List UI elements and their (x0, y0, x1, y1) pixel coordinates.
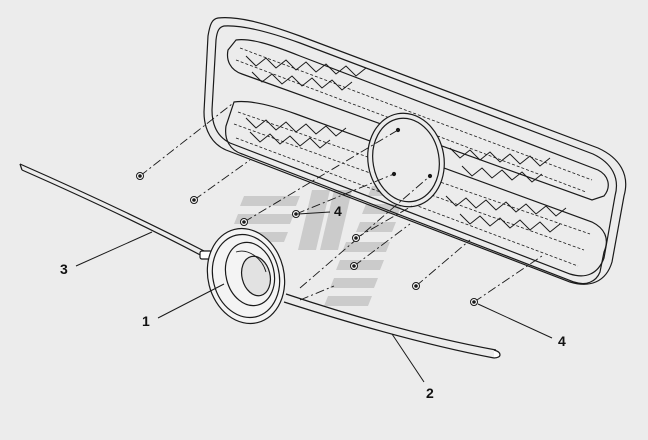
clip-nut (352, 234, 360, 242)
leader-lines (75, 211, 553, 383)
callout-2: 2 (426, 385, 434, 401)
grille-mesh-lower (245, 117, 567, 233)
clip-nut (136, 172, 144, 180)
clip-nut (412, 282, 420, 290)
emblem-ring (206, 227, 286, 325)
clip-nut (350, 262, 358, 270)
clip-nut (240, 218, 248, 226)
clip-nut (190, 196, 198, 204)
clip-nuts (136, 172, 478, 306)
clip-nut (292, 210, 300, 218)
lower-trim-strip (283, 293, 501, 359)
grille-mesh-upper (245, 55, 551, 183)
clip-nut (470, 298, 478, 306)
callout-1: 1 (142, 313, 150, 329)
alignment-lines (139, 103, 543, 303)
callout-3: 3 (60, 261, 68, 277)
upper-trim-strip (19, 163, 213, 260)
callout-4-upper: 4 (334, 203, 342, 219)
callout-4-lower: 4 (558, 333, 566, 349)
